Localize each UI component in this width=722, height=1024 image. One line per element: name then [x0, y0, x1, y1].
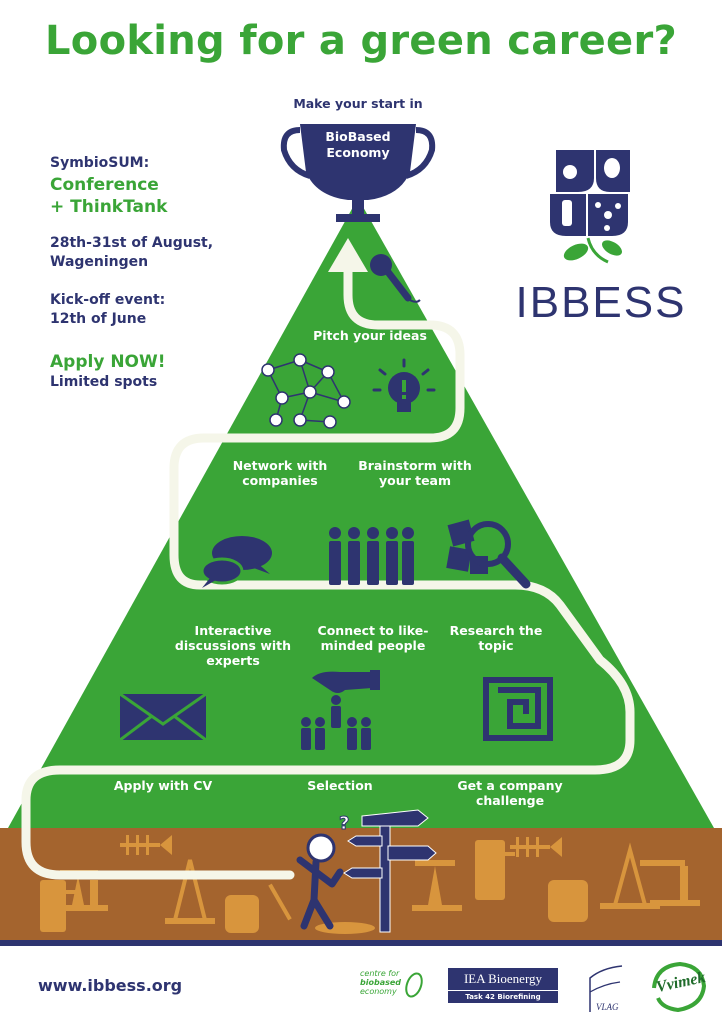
network-icon — [261, 353, 351, 429]
oil-barrel-icon — [225, 895, 259, 933]
vlag-mark-icon — [589, 965, 623, 1012]
svg-text:?: ? — [339, 813, 349, 834]
step-challenge-line1: Get a company — [457, 778, 563, 793]
event-type-line1: Conference — [50, 175, 159, 195]
step-connect-line1: Connect to like- — [317, 623, 429, 638]
step-apply-label: Apply with CV — [113, 778, 213, 793]
cbbe-line2: biobased — [360, 978, 402, 987]
ibbess-logo-text: IBBESS — [515, 278, 687, 327]
oil-barrel-icon-2 — [548, 880, 588, 922]
oil-pump-icon-3 — [640, 860, 700, 906]
oil-rig-icon — [165, 859, 215, 924]
lightbulb-icon — [372, 358, 436, 412]
iea-title: IEA Bioenergy — [448, 968, 558, 990]
partner-logo-cbbe: centre for biobased economy — [358, 965, 428, 1009]
envelope-icon — [119, 692, 207, 742]
step-challenge-line2: challenge — [475, 793, 545, 808]
trophy-cup-line1: BioBased — [325, 129, 391, 144]
partner-logo-iea: IEA Bioenergy Task 42 Biorefining — [448, 968, 558, 1004]
limited-spots-note: Limited spots — [50, 374, 158, 390]
kickoff-line2: 12th of June — [50, 311, 147, 327]
confused-person-icon: ? — [296, 813, 350, 930]
iea-subtitle: Task 42 Biorefining — [448, 991, 558, 1003]
partner-logo-vvimek: Vvimek — [644, 958, 710, 1014]
oil-pump-icon-2 — [412, 860, 462, 911]
cbbe-line3: economy — [360, 987, 397, 996]
partner-logo-vlag: VLAG — [572, 962, 634, 1014]
oil-rig-icon-2 — [600, 842, 660, 909]
pyramid-shape — [8, 198, 714, 828]
fish-skeleton-icon — [120, 835, 172, 855]
signpost-icon — [343, 809, 437, 933]
cbbe-line1: centre for — [360, 969, 400, 978]
event-name: SymbioSUM: — [50, 155, 150, 171]
fuel-pump-icon-2 — [475, 840, 515, 900]
soil-bottom-line — [0, 940, 722, 946]
ibbess-logo-icon — [550, 150, 630, 264]
puzzle-magnifier-icon — [446, 519, 531, 589]
trophy-icon — [280, 124, 436, 222]
step-discuss-line2: discussions with — [174, 638, 292, 653]
step-discuss-line3: experts — [206, 653, 260, 668]
fish-skeleton-icon-3 — [510, 837, 562, 857]
step-brainstorm-line2: your team — [378, 473, 452, 488]
fuel-pump-icon — [40, 880, 76, 932]
vvimek-swirl-icon — [652, 961, 707, 1013]
trophy-cup-line2: Economy — [326, 145, 390, 160]
step-pitch-label: Pitch your ideas — [313, 328, 427, 343]
apply-now-cta: Apply NOW! — [50, 352, 166, 372]
people-group-icon — [329, 527, 414, 585]
step-brainstorm-line1: Brainstorm with — [358, 458, 472, 473]
fish-skeleton-icon-2 — [268, 883, 292, 921]
trophy-top-label: Make your start in — [293, 96, 423, 111]
microphone-icon — [370, 254, 421, 303]
leaf-icon — [405, 972, 423, 998]
event-dates-line1: 28th-31st of August, — [50, 235, 214, 251]
kickoff-line1: Kick-off event: — [50, 292, 166, 308]
step-network-line1: Network with — [232, 458, 328, 473]
career-path — [21, 263, 635, 880]
fossil-icons — [40, 835, 700, 934]
path-arrow-icon — [328, 238, 368, 272]
step-network-line2: companies — [242, 473, 318, 488]
step-selection-label: Selection — [307, 778, 373, 793]
step-discuss-line1: Interactive — [194, 623, 272, 638]
website-link[interactable]: www.ibbess.org — [38, 976, 183, 995]
step-connect-line2: minded people — [320, 638, 426, 653]
event-type-line2: + ThinkTank — [50, 197, 168, 217]
step-research-line1: Research the — [449, 623, 543, 638]
speech-bubbles-icon — [200, 536, 272, 588]
step-research-line2: topic — [478, 638, 514, 653]
selection-icon — [301, 670, 380, 750]
maze-icon — [483, 677, 553, 741]
vlag-text: VLAG — [596, 1002, 619, 1012]
headline: Looking for a green career? — [45, 18, 677, 64]
event-dates-line2: Wageningen — [50, 254, 149, 270]
oil-spill-icon — [315, 922, 375, 934]
